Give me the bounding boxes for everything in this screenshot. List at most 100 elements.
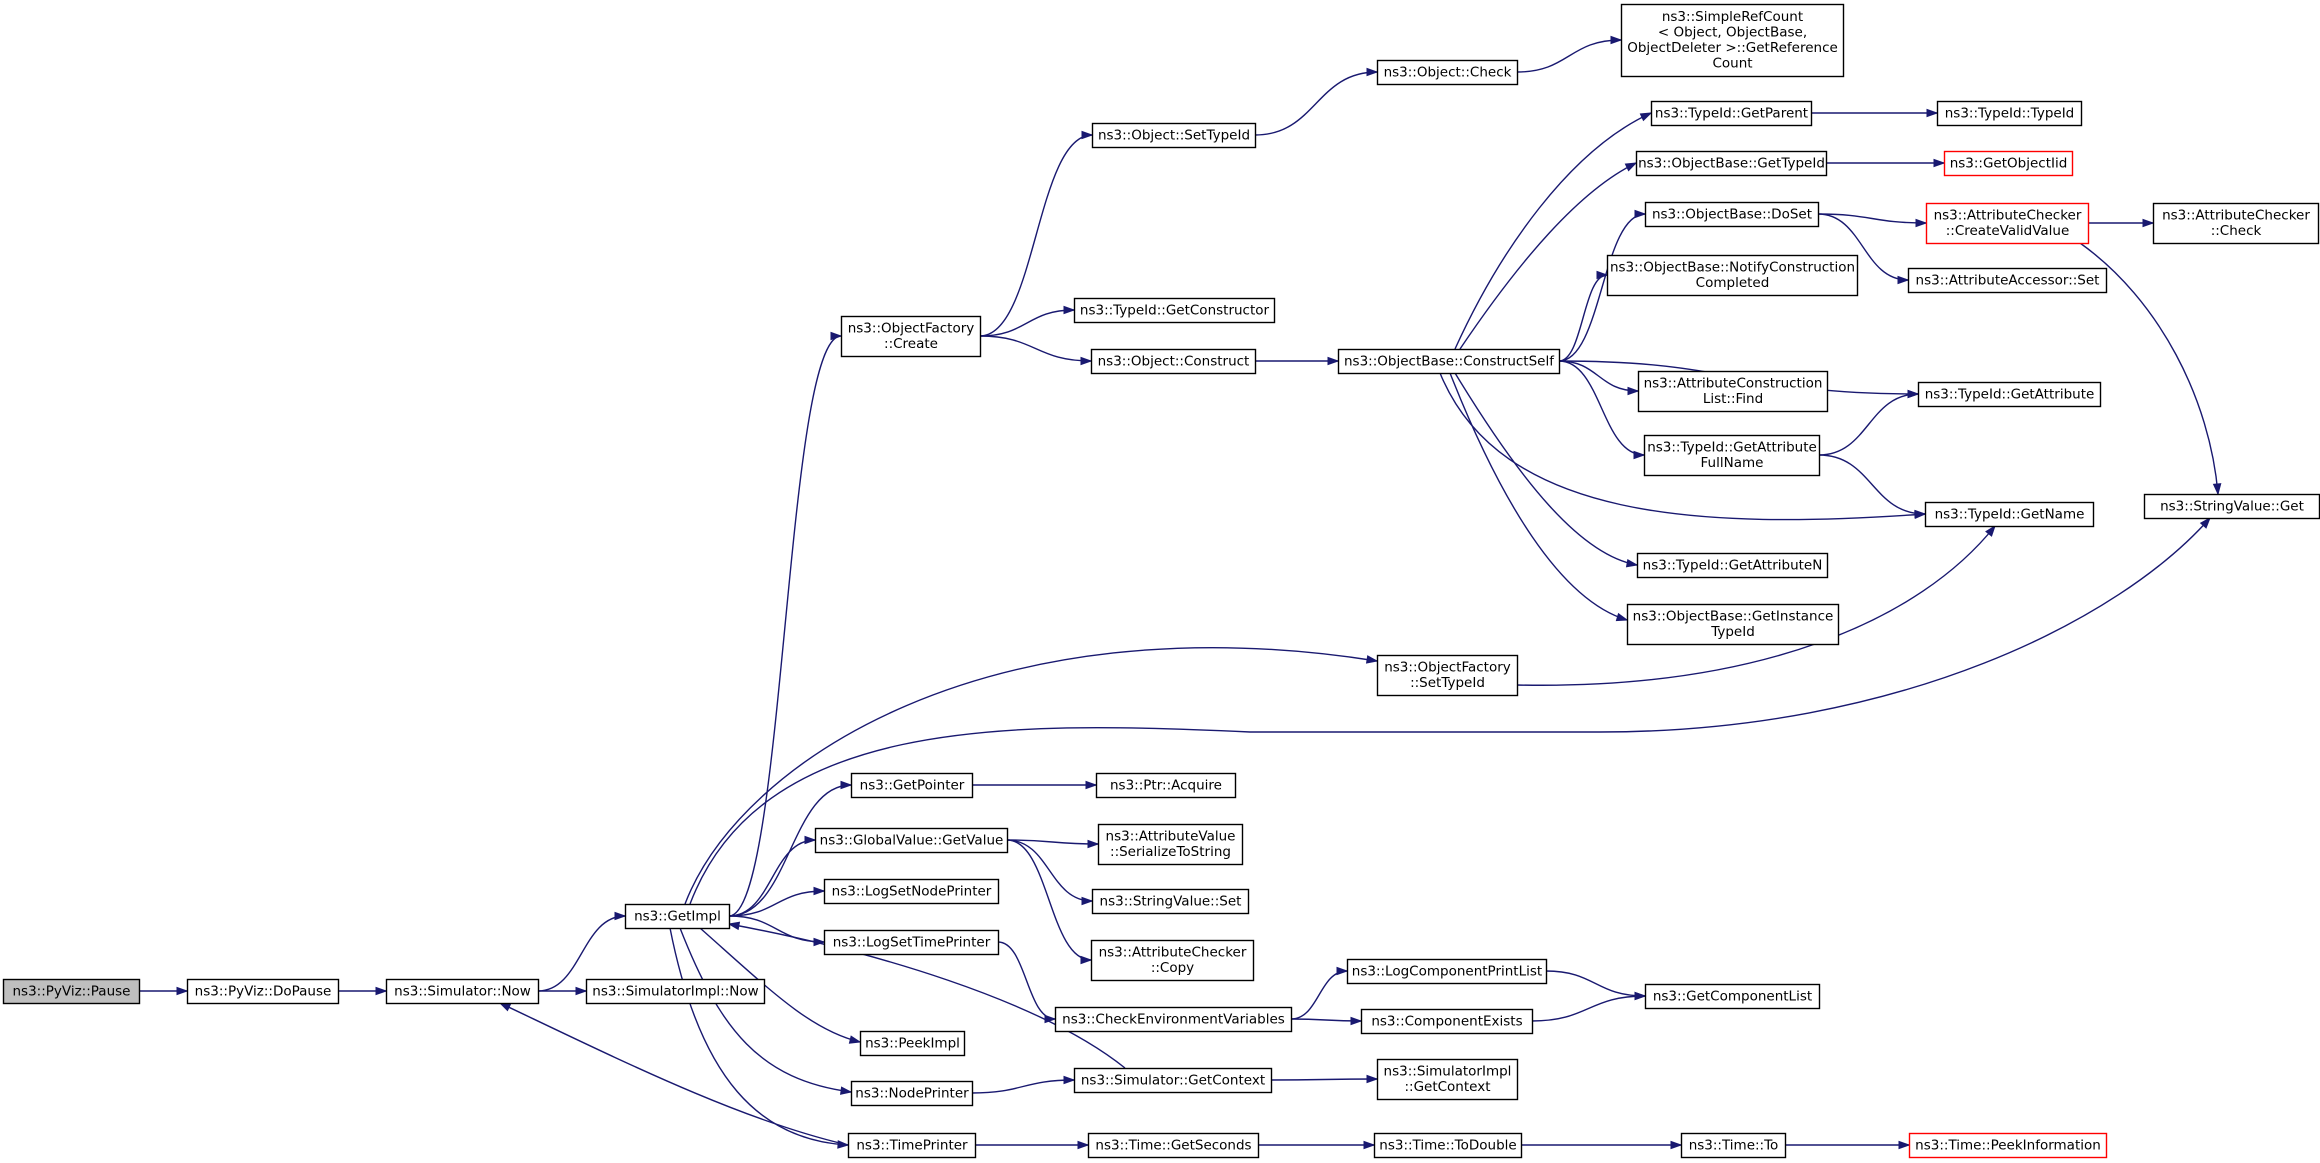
node-box [1620,3,1845,78]
node-tid-getattribute[interactable]: ns3::TypeId::GetAttribute [1917,381,2102,408]
node-label: ns3::GetComponentList [1653,988,1812,1004]
edge-pyviz_pause-to-pyviz_dopause [138,986,189,996]
arrowhead-icon [1627,386,1640,396]
node-label: FullName [1701,455,1764,471]
node-simimpl-getcontext[interactable]: ns3::SimulatorImpl::GetContext [1376,1058,1519,1101]
node-checkenv[interactable]: ns3::CheckEnvironmentVariables [1054,1006,1293,1033]
edge-nodeprinter-to-sim_getcontext [971,1075,1076,1094]
node-time-peekinfo[interactable]: ns3::Time::PeekInformation [1908,1132,2108,1159]
node-box [850,772,974,799]
node-tid-getattributen[interactable]: ns3::TypeId::GetAttributeN [1636,552,1829,579]
node-componentexists[interactable]: ns3::ComponentExists [1360,1008,1534,1035]
arrowhead-icon [1633,450,1646,460]
node-ob-constructself[interactable]: ns3::ObjectBase::ConstructSelf [1337,348,1561,375]
node-tid-getname[interactable]: ns3::TypeId::GetName [1924,501,2095,528]
node-box [1087,1132,1260,1159]
arrowhead-icon [830,331,843,341]
edge-line [1558,360,1645,456]
edge-sim_now-to-simimpl_now [537,986,588,996]
node-logsetnodeprinter[interactable]: ns3::LogSetNodePrinter [823,878,1000,905]
node-ob-doset[interactable]: ns3::ObjectBase::DoSet [1644,201,1820,228]
edge-checkenv-to-componentexists [1290,1016,1363,1026]
node-getobjectiid[interactable]: ns3::GetObjectIid [1943,150,2074,177]
node-getpointer[interactable]: ns3::GetPointer [850,772,974,799]
node-peekimpl[interactable]: ns3::PeekImpl [859,1030,966,1057]
node-label: ns3::Time::PeekInformation [1915,1137,2101,1153]
node-gv-getvalue[interactable]: ns3::GlobalValue::GetValue [814,827,1009,854]
node-box [1917,381,2102,408]
node-time-getseconds[interactable]: ns3::Time::GetSeconds [1087,1132,1260,1159]
node-tid-getconstructor[interactable]: ns3::TypeId::GetConstructor [1073,297,1276,324]
arrowhead-icon [1087,839,1100,849]
node-sim-getcontext[interactable]: ns3::Simulator::GetContext [1073,1067,1273,1094]
node-label: ns3::AttributeChecker [1099,945,1247,961]
node-logsettimeprinter[interactable]: ns3::LogSetTimePrinter [823,929,1000,956]
node-label: ns3::LogSetNodePrinter [832,883,992,899]
arrowhead-icon [1915,218,1928,228]
arrowhead-icon [1624,162,1638,172]
node-box [1090,348,1257,375]
node-obj-settypeid[interactable]: ns3::Object::SetTypeId [1091,122,1257,149]
node-simimpl-now[interactable]: ns3::SimulatorImpl::Now [585,978,766,1005]
node-of-settypeid[interactable]: ns3::ObjectFactory::SetTypeId [1376,654,1519,697]
node-ac-copy[interactable]: ns3::AttributeChecker::Copy [1090,939,1255,982]
node-getcomponentlist[interactable]: ns3::GetComponentList [1644,983,1821,1010]
node-label: ns3::TypeId::TypeId [1945,105,2075,121]
edge-line [979,134,1093,337]
edge-ob_constructself-to-ob_getinstance [1449,372,1629,622]
node-timeprinter[interactable]: ns3::TimePrinter [847,1132,977,1159]
node-label: ns3::Time::ToDouble [1379,1137,1516,1153]
node-box [1644,201,1820,228]
node-box [1376,654,1519,697]
node-tid-getparent[interactable]: ns3::TypeId::GetParent [1650,100,1813,127]
node-obj-construct[interactable]: ns3::Object::Construct [1090,348,1257,375]
edge-getimpl-to-peekimpl [699,927,862,1044]
node-srefcount[interactable]: ns3::SimpleRefCount< Object, ObjectBase,… [1620,3,1845,78]
node-label: ns3::TypeId::GetConstructor [1080,302,1270,318]
arrowhead-icon [1080,356,1093,366]
node-stringvalue-get[interactable]: ns3::StringValue::Get [2143,493,2320,520]
node-time-to[interactable]: ns3::Time::To [1680,1132,1787,1159]
edge-obj_settypeid-to-obj_check [1254,67,1379,136]
node-of-create[interactable]: ns3::ObjectFactory::Create [840,315,982,358]
node-ac-check[interactable]: ns3::AttributeChecker::Check [2152,202,2320,245]
node-stringvalue-set[interactable]: ns3::StringValue::Set [1091,888,1250,915]
node-pyviz-pause[interactable]: ns3::PyViz::Pause [2,978,141,1005]
node-av-serialize[interactable]: ns3::AttributeValue::SerializeToString [1097,823,1244,866]
node-ptr-acquire[interactable]: ns3::Ptr::Acquire [1095,772,1237,799]
arrowhead-icon [840,1086,853,1095]
node-box [585,978,766,1005]
node-getimpl[interactable]: ns3::GetImpl [624,903,731,930]
arrowhead-icon [1907,389,1920,399]
node-logcompprintlist[interactable]: ns3::LogComponentPrintList [1346,958,1548,985]
node-box [1680,1132,1787,1159]
arrowhead-icon [1366,1074,1379,1084]
edge-line [1516,39,1622,73]
node-label: ns3::Time::GetSeconds [1095,1137,1251,1153]
edge-getimpl-to-gv_getvalue [728,835,817,917]
node-label: ns3::ObjectBase::NotifyConstruction [1610,260,1855,276]
node-ob-notify[interactable]: ns3::ObjectBase::NotifyConstructionCompl… [1606,254,1859,297]
node-ob-gettypeid[interactable]: ns3::ObjectBase::GetTypeId [1635,150,1828,177]
node-nodeprinter[interactable]: ns3::NodePrinter [850,1080,974,1107]
edge-pyviz_dopause-to-sim_now [337,986,388,996]
node-tid-typeid[interactable]: ns3::TypeId::TypeId [1936,100,2083,127]
node-sim-now[interactable]: ns3::Simulator::Now [385,978,540,1005]
node-time-todouble[interactable]: ns3::Time::ToDouble [1373,1132,1523,1159]
node-label: ns3::TypeId::GetParent [1655,105,1808,121]
node-aa-set[interactable]: ns3::AttributeAccessor::Set [1907,267,2108,294]
edge-line [979,309,1075,337]
node-ac-createvalid[interactable]: ns3::AttributeChecker::CreateValidValue [1925,202,2090,245]
edge-line [537,915,626,992]
edge-logcompprintlist-to-getcomponentlist [1545,970,1647,1001]
edge-ob_constructself-to-ob_gettypeid [1459,162,1638,350]
node-obj-check[interactable]: ns3::Object::Check [1376,59,1519,86]
arrowhead-icon [575,986,588,996]
edge-ac_createvalid-to-stringvalue_get [2079,242,2222,496]
node-pyviz-dopause[interactable]: ns3::PyViz::DoPause [186,978,340,1005]
edge-line [971,1079,1075,1094]
node-box [1376,59,1519,86]
